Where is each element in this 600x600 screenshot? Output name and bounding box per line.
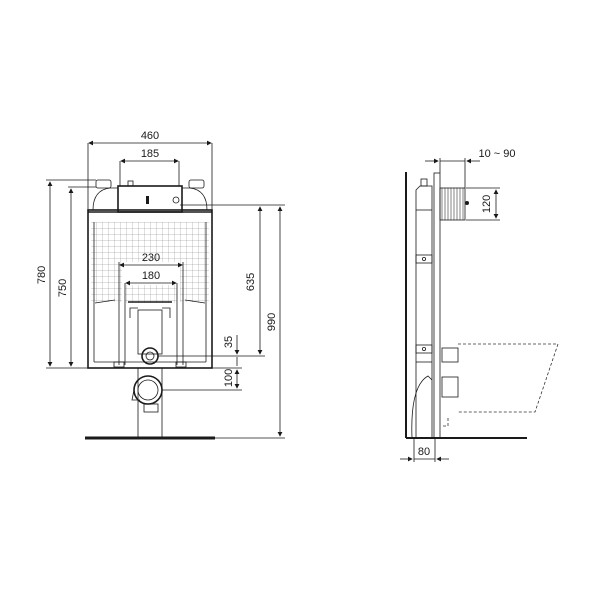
front-view: 460 185 230 180 780 750 635 990 [36, 130, 285, 440]
dim-185: 185 [141, 148, 159, 160]
dim-990: 990 [266, 313, 278, 331]
flush-plate [439, 187, 466, 221]
dim-780: 780 [36, 266, 48, 284]
dim-635: 635 [245, 273, 257, 291]
dim-100: 100 [223, 369, 235, 387]
dim-120: 120 [481, 195, 493, 213]
cistern-box [117, 185, 183, 213]
side-view: 10 ~ 90 120 80 [400, 148, 559, 462]
dim-35: 35 [223, 336, 235, 348]
wc-bowl-outline [458, 343, 559, 413]
frame-side [433, 172, 441, 439]
dim-750: 750 [57, 279, 69, 297]
dim-460: 460 [141, 130, 159, 142]
dim-80: 80 [418, 446, 430, 458]
dim-230: 230 [142, 252, 160, 264]
dim-180: 180 [142, 270, 160, 282]
dim-10-90: 10 ~ 90 [478, 148, 515, 160]
